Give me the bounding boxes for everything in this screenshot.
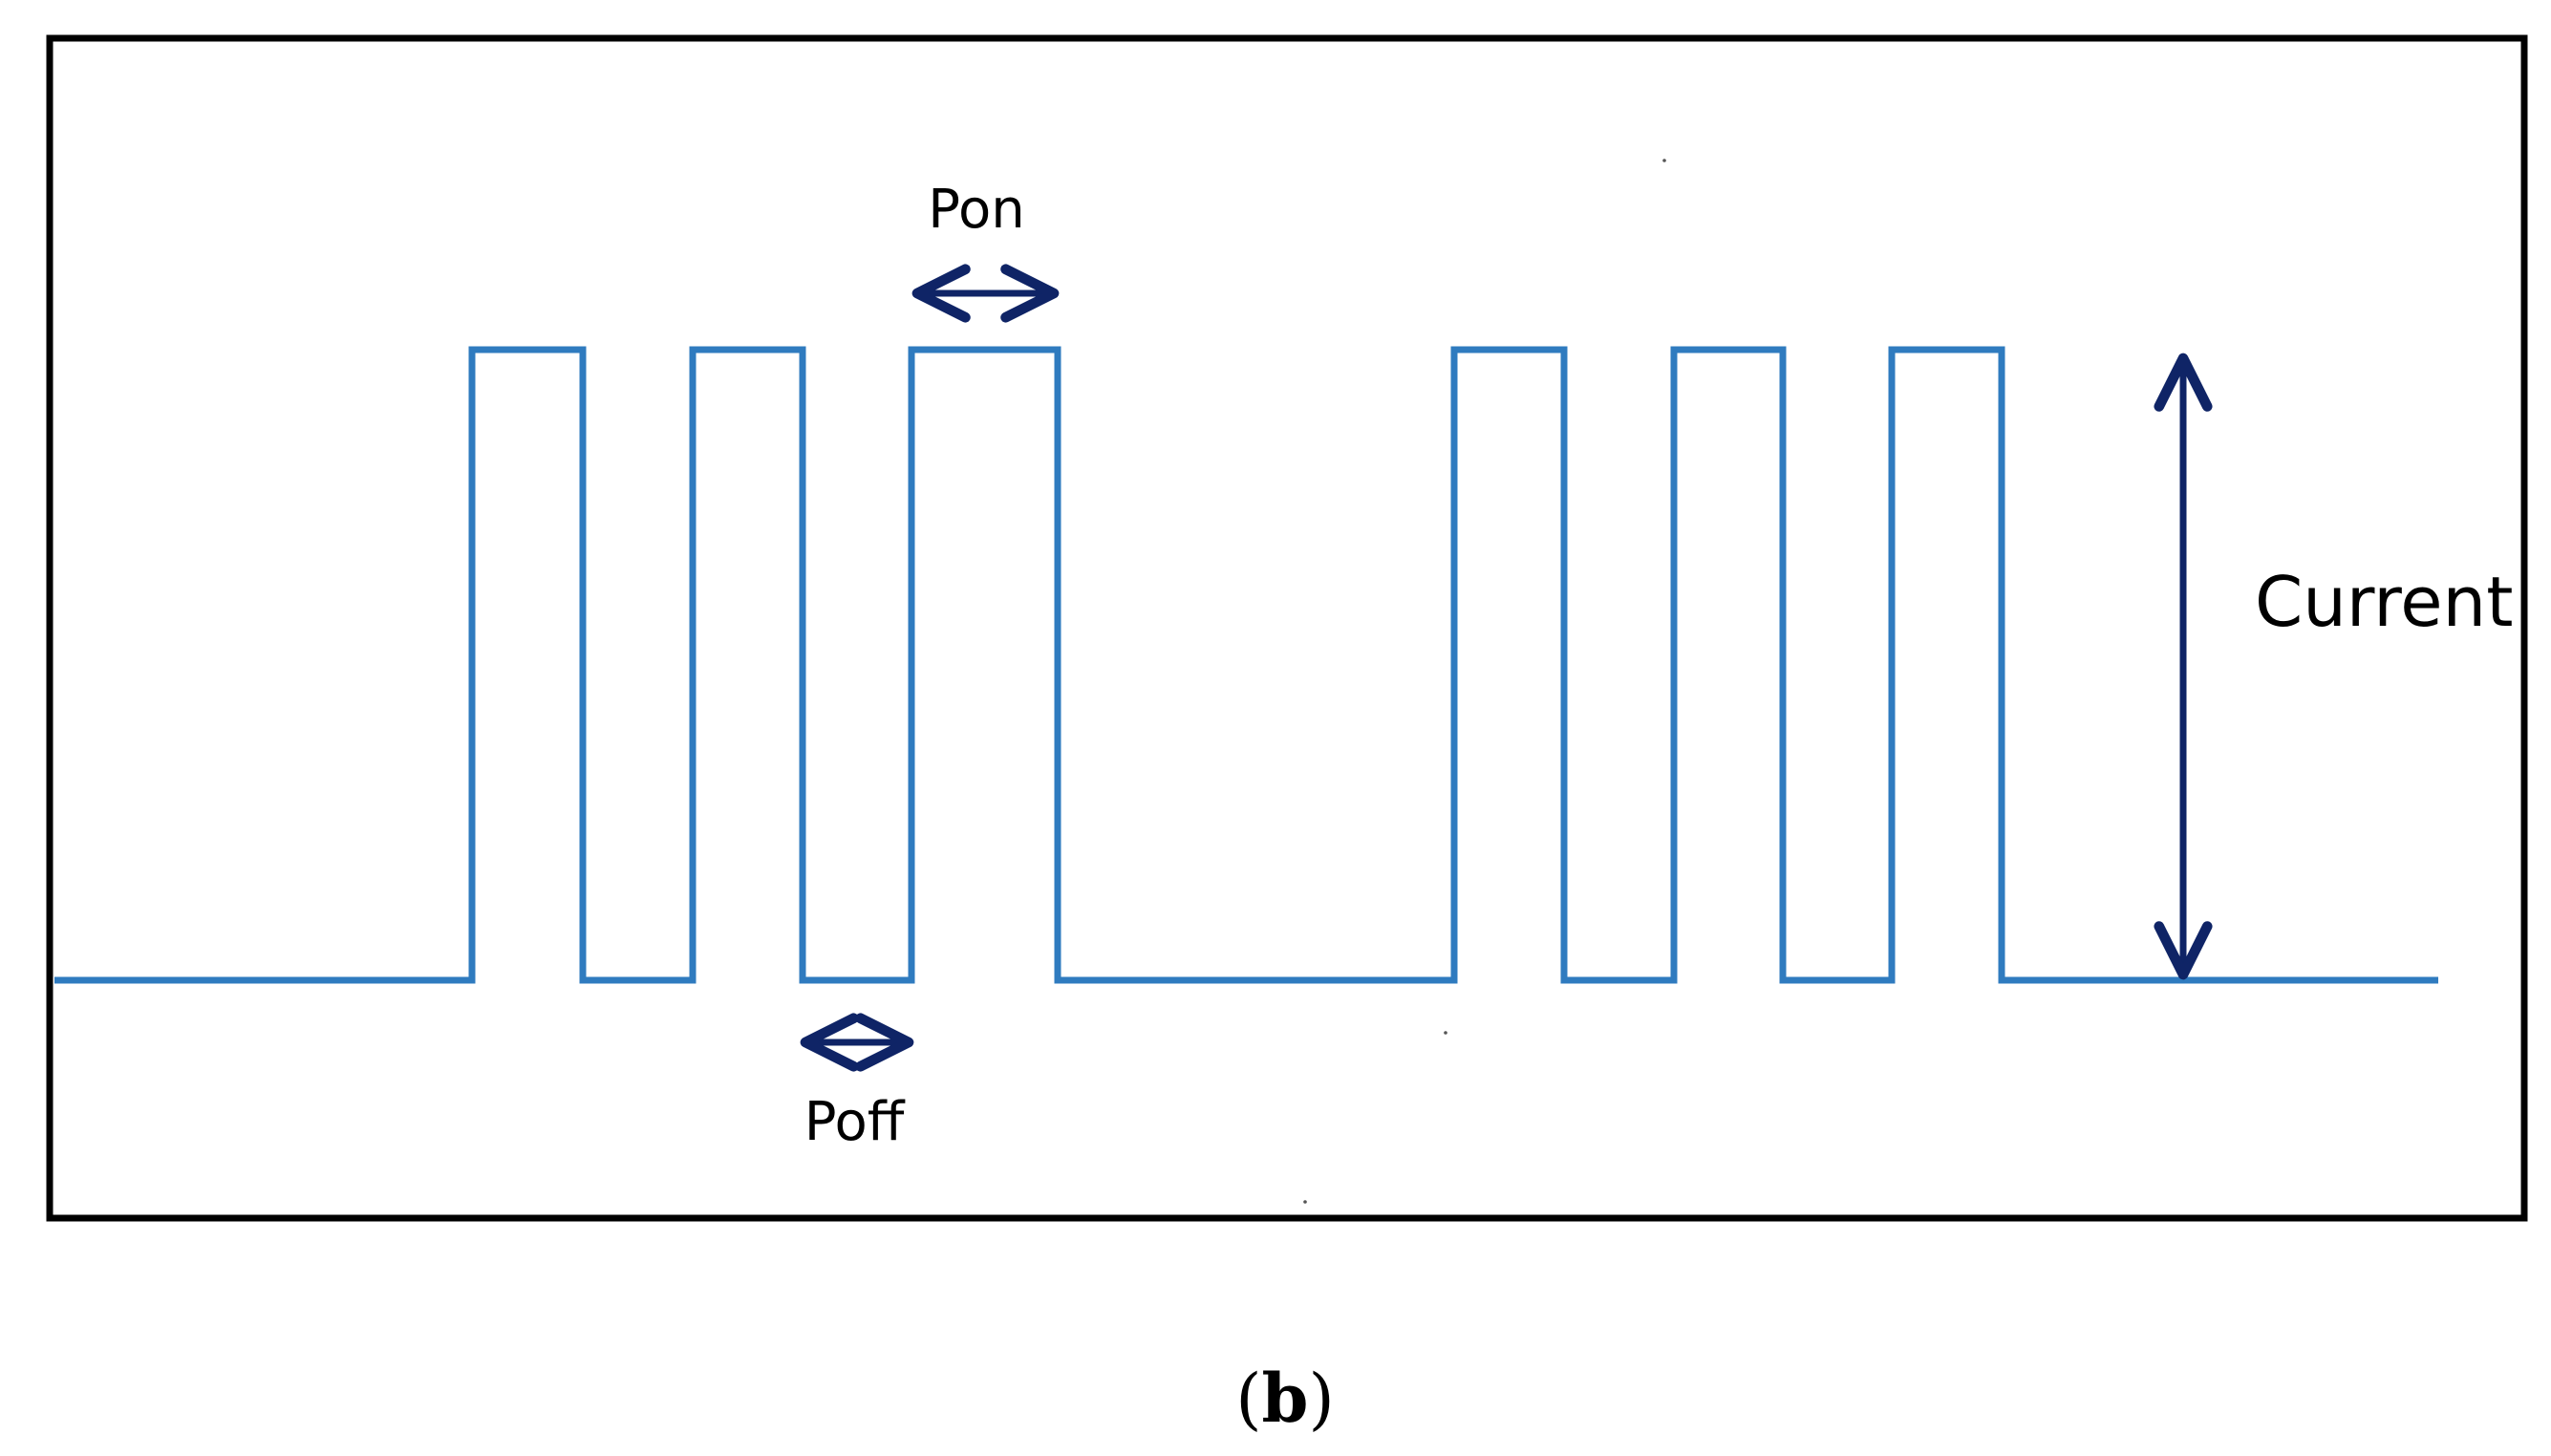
caption-close-paren: ) (1308, 1360, 1334, 1438)
current-label: Current (2255, 562, 2513, 642)
pon-label: Pon (928, 179, 1025, 241)
speck-dot (1662, 159, 1666, 162)
speck-dot (1444, 1031, 1447, 1035)
poff-label: Poff (804, 1091, 906, 1153)
diagram-frame (46, 34, 2528, 1222)
figure-caption: (b) (1235, 1359, 1335, 1438)
caption-letter: b (1262, 1359, 1309, 1438)
speck-dot (1303, 1200, 1307, 1204)
caption-open-paren: ( (1235, 1360, 1261, 1438)
pulse-waveform (54, 346, 2438, 984)
